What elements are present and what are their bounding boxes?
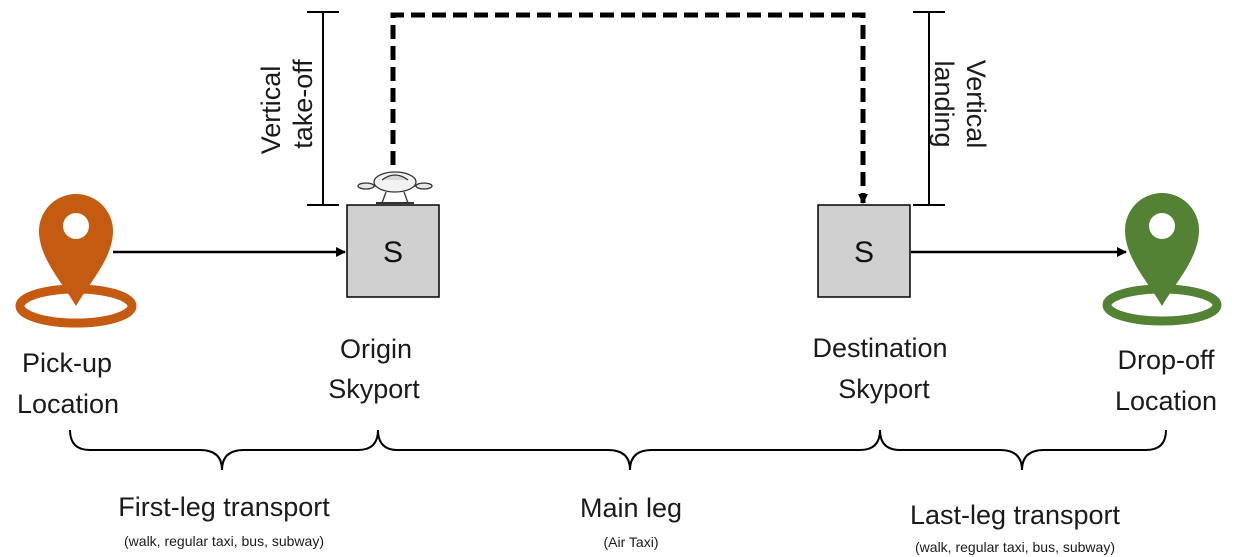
first-leg-detail: (walk, regular taxi, bus, subway) xyxy=(124,533,324,549)
dropoff-label-line1: Drop-off xyxy=(1117,345,1215,375)
last-leg-detail: (walk, regular taxi, bus, subway) xyxy=(915,539,1115,555)
destination-label-line1: Destination xyxy=(812,333,947,363)
vertical-landing-label-line1: Vertical xyxy=(961,60,991,149)
vertical-takeoff-label-line1: Vertical xyxy=(256,66,286,155)
last-leg-title: Last-leg transport xyxy=(910,500,1121,530)
main-leg-title: Main leg xyxy=(580,493,682,523)
air-taxi-drone-icon xyxy=(357,171,433,204)
vertical-landing-indicator xyxy=(913,11,945,206)
origin-skyport-box: S xyxy=(346,204,440,298)
dropoff-location-icon xyxy=(1102,193,1222,326)
origin-label-line1: Origin xyxy=(340,334,412,364)
origin-skyport-symbol: S xyxy=(383,236,403,269)
vertical-landing-label-line2: landing xyxy=(929,60,959,147)
first-leg-title: First-leg transport xyxy=(118,492,330,522)
flight-path-dashed xyxy=(390,12,868,204)
pickup-location-icon xyxy=(15,194,137,328)
main-leg-brace xyxy=(377,429,881,471)
dropoff-label-line2: Location xyxy=(1115,386,1217,416)
main-leg-detail: (Air Taxi) xyxy=(604,534,659,550)
vertical-takeoff-label-line2: take-off xyxy=(288,59,318,149)
destination-label-line2: Skyport xyxy=(838,374,930,404)
destination-skyport-symbol: S xyxy=(854,236,874,269)
pickup-label-line2: Location xyxy=(17,389,119,419)
vertical-takeoff-indicator xyxy=(307,11,339,206)
last-leg-brace xyxy=(879,429,1167,471)
pickup-label-line1: Pick-up xyxy=(22,348,112,378)
destination-skyport-box: S xyxy=(817,204,911,298)
first-leg-brace xyxy=(69,429,379,471)
origin-label-line2: Skyport xyxy=(328,374,420,404)
